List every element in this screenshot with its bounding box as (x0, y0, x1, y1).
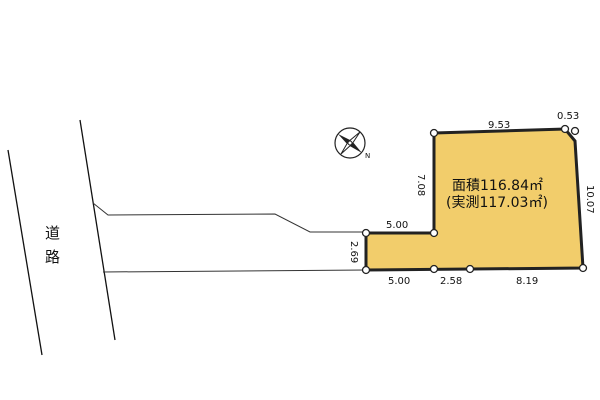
survey-points (361, 124, 588, 275)
area-labels: 面積116.84㎡ (実測117.03㎡) (446, 178, 548, 211)
passage-upper-line (92, 202, 366, 233)
access-passage (92, 202, 367, 273)
survey-point (361, 265, 371, 275)
compass-north-mark: N (365, 152, 370, 160)
survey-point (570, 126, 580, 136)
survey-point (465, 264, 475, 274)
survey-point (361, 228, 371, 238)
road-edge-left (7, 149, 43, 356)
dim-left-lower: 2.69 (348, 241, 359, 263)
dim-corner-top-right: 0.53 (557, 111, 579, 122)
dim-left-upper: 7.08 (415, 174, 426, 196)
road: 道 路 (7, 119, 116, 356)
area-label: 面積116.84㎡ (452, 178, 543, 194)
dim-bottom-right: 8.19 (516, 276, 538, 287)
compass-center (347, 140, 353, 146)
survey-point (578, 263, 588, 273)
dim-bottom-mid: 2.58 (440, 276, 462, 287)
compass-icon: N (334, 127, 370, 160)
survey-point (429, 228, 439, 238)
dimension-labels: 9.53 0.53 5.00 5.00 2.58 8.19 7.08 2.69 … (348, 111, 595, 287)
dim-right: 10.07 (584, 185, 595, 214)
measured-area-label: (実測117.03㎡) (446, 195, 548, 211)
road-label-2: 路 (45, 248, 60, 266)
survey-point (429, 264, 439, 274)
road-label-1: 道 (45, 224, 60, 242)
dim-top: 9.53 (488, 120, 510, 131)
survey-point (429, 128, 439, 138)
dim-bottom-left: 5.00 (388, 276, 410, 287)
survey-point (560, 124, 570, 134)
road-edge-right (79, 119, 116, 341)
dim-step-top: 5.00 (386, 220, 408, 231)
passage-lower-line (102, 269, 367, 273)
compass-ring (334, 127, 366, 159)
